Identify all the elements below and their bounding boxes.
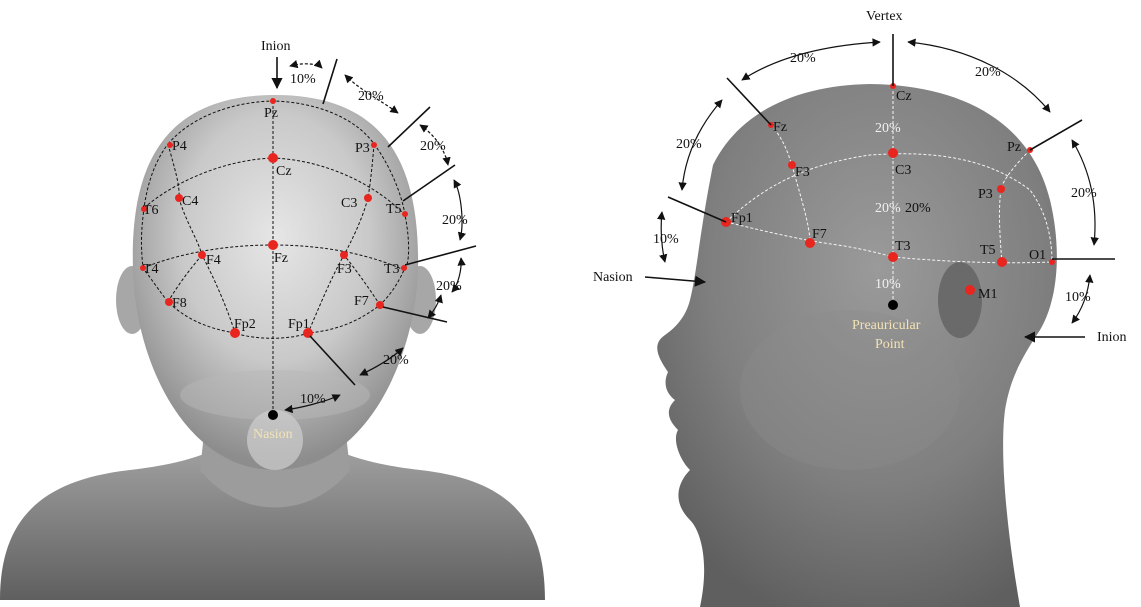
side-label-vertex: Vertex bbox=[866, 9, 903, 24]
front-label-f8: F8 bbox=[172, 296, 187, 311]
front-label-f4: F4 bbox=[206, 253, 221, 268]
front-label-pz: Pz bbox=[264, 106, 278, 121]
front-pct-3: 20% bbox=[420, 139, 446, 154]
front-nasion-point bbox=[268, 410, 278, 420]
front-pct-7: 10% bbox=[300, 392, 326, 407]
front-label-t6: T6 bbox=[143, 203, 159, 218]
front-label-c3: C3 bbox=[341, 196, 357, 211]
front-label-cz: Cz bbox=[276, 164, 292, 179]
side-label-t5: T5 bbox=[980, 243, 996, 258]
side-label-m1: M1 bbox=[978, 287, 997, 302]
front-electrode-p3 bbox=[371, 142, 377, 148]
side-label-p3: P3 bbox=[978, 187, 993, 202]
side-pct-outer-1: 20% bbox=[790, 51, 816, 66]
front-view: Pz P4 P3 Cz C4 C3 T6 T5 Fz F4 F3 T4 T3 F… bbox=[0, 39, 545, 600]
front-electrode-f7 bbox=[376, 301, 384, 309]
side-electrode-m1 bbox=[965, 285, 975, 295]
front-label-nasion: Nasion bbox=[253, 427, 293, 442]
front-label-c4: C4 bbox=[182, 194, 198, 209]
side-pct-inner-3: 10% bbox=[875, 277, 901, 292]
side-label-pz: Pz bbox=[1007, 140, 1021, 155]
side-label-o1: O1 bbox=[1029, 248, 1046, 263]
side-electrode-o1 bbox=[1049, 259, 1055, 265]
front-electrode-t3 bbox=[401, 265, 407, 271]
side-ear bbox=[938, 262, 982, 338]
front-electrode-c3 bbox=[364, 194, 372, 202]
side-label-preauricular-1: Preauricular bbox=[852, 318, 921, 333]
front-electrode-cz bbox=[268, 153, 278, 163]
front-label-f7: F7 bbox=[354, 294, 369, 309]
side-pct-outer-3: 20% bbox=[676, 137, 702, 152]
front-pct-6: 20% bbox=[383, 353, 409, 368]
side-pct-outer-2: 20% bbox=[975, 65, 1001, 80]
side-pct-outer-6: 10% bbox=[653, 232, 679, 247]
side-electrode-p3 bbox=[997, 185, 1005, 193]
front-label-inion: Inion bbox=[261, 39, 291, 54]
front-label-fp1: Fp1 bbox=[288, 317, 310, 332]
front-pct-4: 20% bbox=[442, 213, 468, 228]
side-label-nasion: Nasion bbox=[593, 270, 633, 285]
side-electrode-t5 bbox=[997, 257, 1007, 267]
side-label-f3: F3 bbox=[795, 165, 810, 180]
front-label-f3: F3 bbox=[337, 262, 352, 277]
side-preauricular-point bbox=[888, 300, 898, 310]
front-pct-5: 20% bbox=[436, 279, 462, 294]
front-label-t4: T4 bbox=[143, 262, 159, 277]
side-label-preauricular-2: Point bbox=[875, 337, 905, 352]
side-view: Cz Fz Pz F3 C3 P3 Fp1 F7 T3 T5 O1 M1 Ver… bbox=[593, 9, 1127, 607]
side-label-inion: Inion bbox=[1097, 330, 1127, 345]
front-label-t3: T3 bbox=[384, 262, 400, 277]
side-label-fz: Fz bbox=[773, 120, 787, 135]
front-pct-1: 10% bbox=[290, 72, 316, 87]
front-label-fz: Fz bbox=[274, 251, 288, 266]
front-label-t5: T5 bbox=[386, 202, 402, 217]
side-label-cz: Cz bbox=[896, 89, 912, 104]
side-label-fp1: Fp1 bbox=[731, 211, 753, 226]
front-label-p4: P4 bbox=[172, 139, 187, 154]
side-pct-inner-1: 20% bbox=[875, 121, 901, 136]
front-electrode-t5 bbox=[402, 211, 408, 217]
side-pct-inner-2: 20% bbox=[875, 201, 901, 216]
side-label-f7: F7 bbox=[812, 227, 827, 242]
side-pct-outer-5: 20% bbox=[905, 201, 931, 216]
side-electrode-c3 bbox=[888, 148, 898, 158]
front-pct-2: 20% bbox=[358, 89, 384, 104]
front-electrode-pz bbox=[270, 98, 276, 104]
side-label-c3: C3 bbox=[895, 163, 911, 178]
front-label-p3: P3 bbox=[355, 141, 370, 156]
front-electrode-f3 bbox=[340, 251, 348, 259]
side-label-t3: T3 bbox=[895, 239, 911, 254]
side-pct-outer-4: 20% bbox=[1071, 186, 1097, 201]
side-cheek-shadow bbox=[740, 310, 960, 470]
front-electrode-fz bbox=[268, 240, 278, 250]
front-electrode-f4 bbox=[198, 251, 206, 259]
side-pct-outer-7: 10% bbox=[1065, 290, 1091, 305]
front-label-fp2: Fp2 bbox=[234, 317, 256, 332]
